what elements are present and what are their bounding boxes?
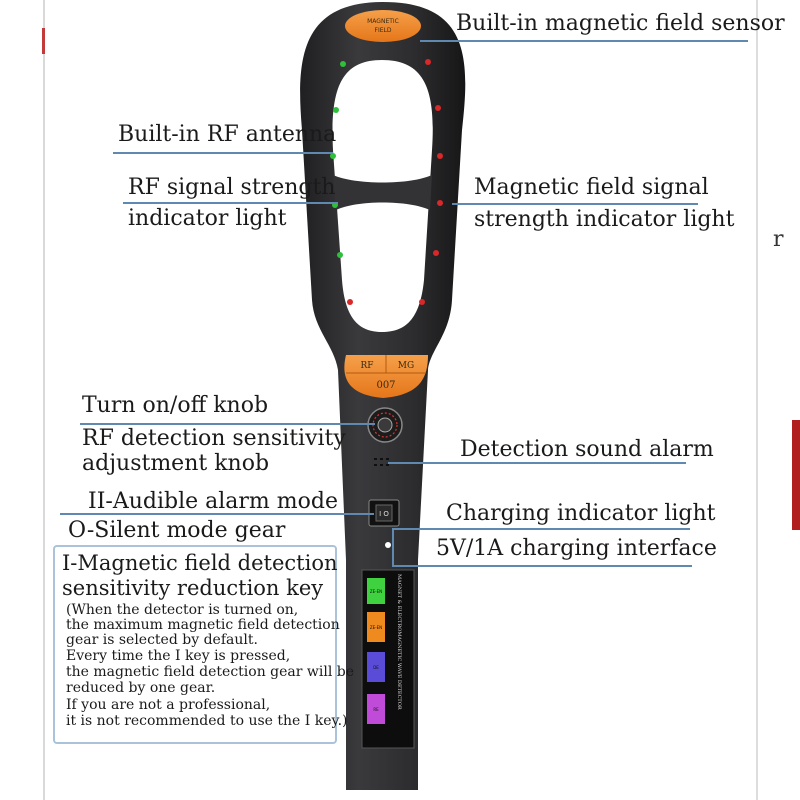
label-rf-indicator-2: indicator light (128, 206, 287, 231)
mag-led (437, 200, 443, 206)
button-1 (367, 578, 385, 604)
rf-led (333, 107, 339, 113)
rf-led (337, 252, 343, 258)
note-title-line-2: sensitivity reduction key (62, 576, 324, 600)
label-charging-light: Charging indicator light (446, 501, 716, 526)
mag-led-column (419, 59, 443, 305)
left-edge-mark (42, 28, 45, 54)
leader-mag-indicator (452, 203, 698, 205)
button-3-text: DE (373, 665, 379, 670)
panel-model: 007 (376, 380, 395, 391)
note-line: (When the detector is turned on, (66, 602, 299, 618)
right-edge-mark (792, 420, 800, 530)
note-line: it is not recommended to use the I key.) (66, 713, 348, 729)
note-line: reduced by one gear. (66, 680, 216, 696)
mag-led (425, 59, 431, 65)
mag-led (433, 250, 439, 256)
note-line: the magnetic field detection gear will b… (66, 664, 355, 680)
mag-led (437, 153, 443, 159)
badge-text-2: FIELD (375, 27, 392, 34)
leader-charging-port (392, 565, 692, 567)
charging-led (385, 542, 391, 548)
button-2-text: ZE-EN (370, 625, 382, 630)
leader-switch (60, 513, 374, 515)
leader-antenna (113, 152, 333, 154)
rf-mg-panel (344, 355, 428, 398)
leader-rf-indicator (123, 202, 338, 204)
leader-charging-riser (392, 528, 394, 565)
switch-text: I O (379, 510, 389, 518)
button-4-text: RE (373, 707, 379, 712)
label-audible: II-Audible alarm mode (88, 489, 338, 514)
button-3 (367, 652, 385, 682)
label-charging-port: 5V/1A charging interface (436, 536, 717, 561)
left-frame-line (43, 0, 45, 800)
button-1-text: ZE-EN (370, 589, 382, 594)
note-title: I-Magnetic field detection sensitivity r… (62, 551, 338, 601)
leader-alarm (388, 462, 686, 464)
note-line: Every time the I key is pressed, (66, 648, 291, 664)
leader-knob (80, 423, 375, 425)
leader-charging-light (392, 528, 690, 530)
rf-led (330, 153, 336, 159)
panel-mg: MG (398, 361, 414, 371)
rf-led (347, 299, 353, 305)
note-line: If you are not a professional, (66, 697, 271, 713)
label-antenna: Built-in RF antenna (118, 122, 337, 147)
label-sensitivity-2: adjustment knob (82, 451, 270, 476)
rf-led (340, 61, 346, 67)
button-2 (367, 612, 385, 642)
note-line: the maximum magnetic field detection (66, 617, 340, 633)
mag-led (419, 299, 425, 305)
badge-text-1: MAGNETIC (367, 18, 399, 25)
side-text: MAGNET & ELECTROMAGNETIC WAVE DETECTOR (396, 574, 402, 710)
button-4 (367, 694, 385, 724)
label-sensor: Built-in magnetic field sensor (456, 11, 785, 36)
label-silent: O-Silent mode gear (68, 518, 286, 543)
mag-led (435, 105, 441, 111)
alarm-speaker (374, 458, 389, 466)
label-mag-indicator-2: strength indicator light (474, 207, 735, 232)
leader-sensor (420, 40, 748, 42)
stray-character: r (773, 227, 784, 252)
right-frame-line (756, 0, 758, 800)
label-mag-indicator-1: Magnetic field signal (474, 175, 709, 200)
note-box (53, 545, 337, 744)
magnetic-field-badge (345, 10, 421, 42)
note-title-line-1: I-Magnetic field detection (62, 551, 338, 575)
label-sensitivity-1: RF detection sensitivity (82, 426, 346, 451)
panel-rf: RF (360, 361, 373, 371)
note-line: gear is selected by default. (66, 632, 258, 648)
label-rf-indicator-1: RF signal strength (128, 175, 336, 200)
crossbar (333, 175, 432, 210)
label-knob: Turn on/off knob (82, 393, 269, 418)
label-alarm: Detection sound alarm (460, 437, 714, 462)
